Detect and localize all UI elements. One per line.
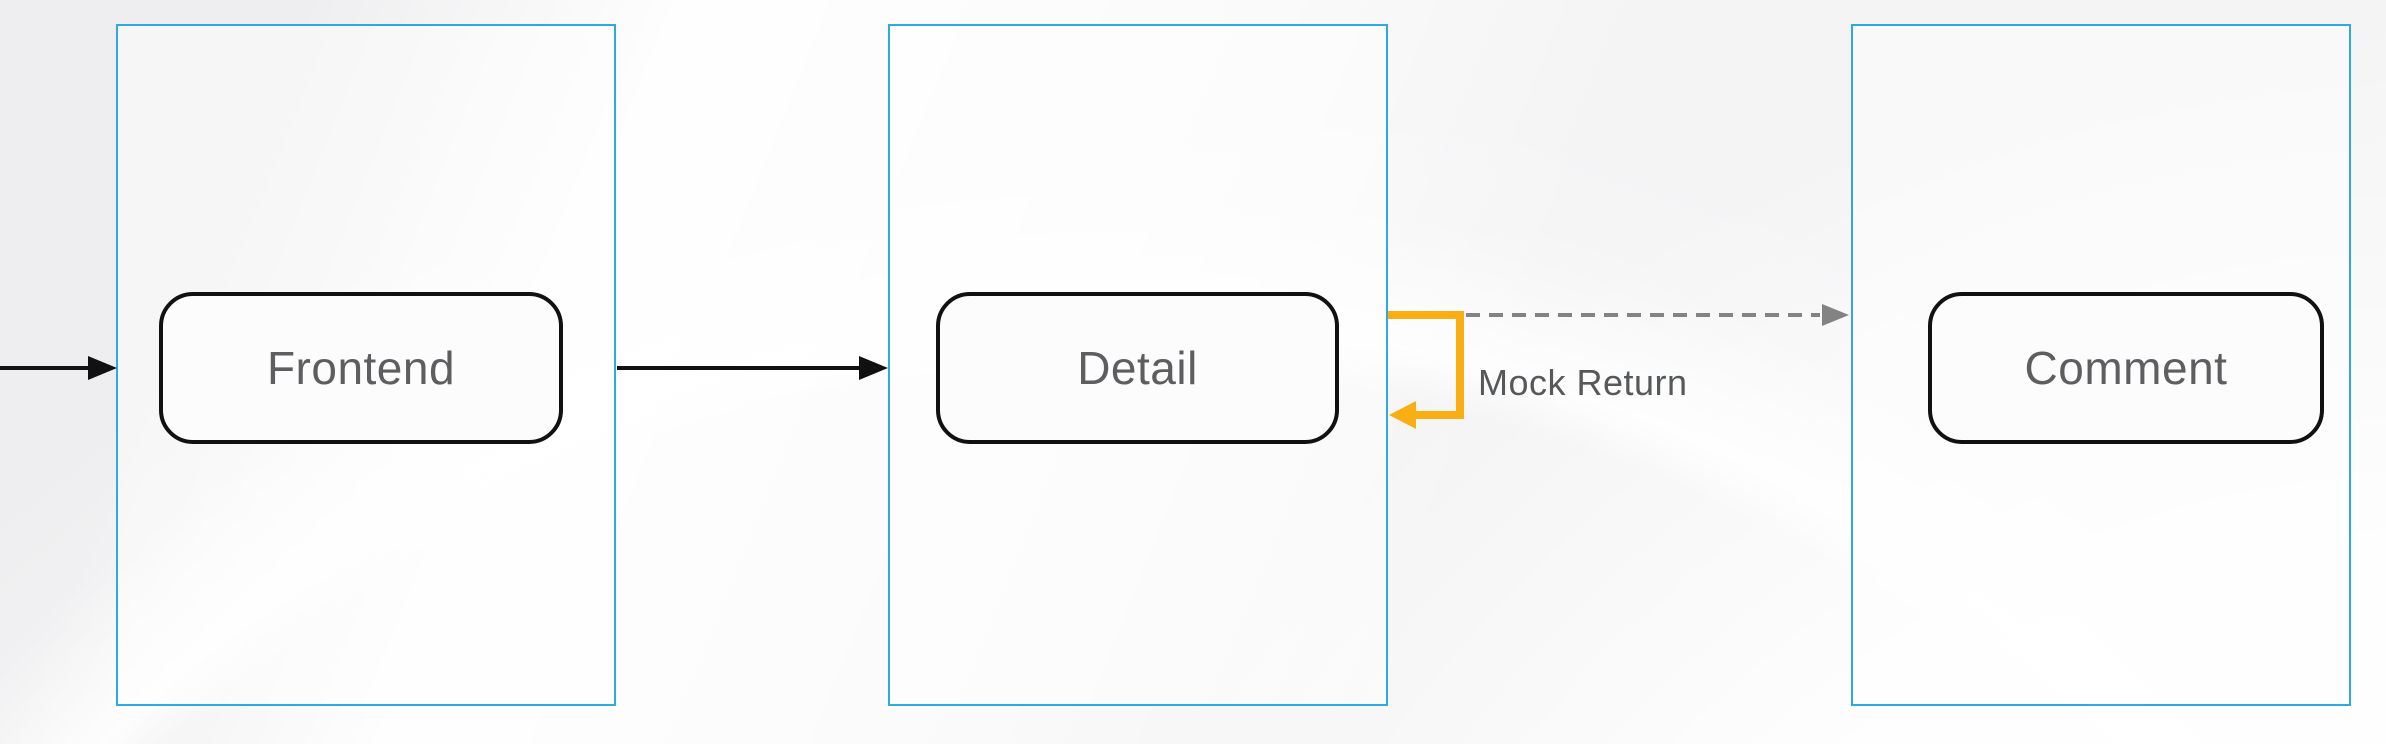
- comment-node[interactable]: Comment: [1928, 292, 2324, 444]
- arrow-into-frontend[interactable]: [0, 356, 117, 380]
- comment-node-label: Comment: [2024, 342, 2228, 394]
- detail-node[interactable]: Detail: [936, 292, 1339, 444]
- frontend-node[interactable]: Frontend: [159, 292, 563, 444]
- dashed-arrow-detail-to-comment[interactable]: [1466, 304, 1849, 326]
- mock-return-edge-label[interactable]: Mock Return: [1478, 362, 1688, 403]
- detail-node-label: Detail: [1077, 342, 1198, 394]
- arrow-frontend-to-detail[interactable]: [617, 356, 888, 380]
- frontend-node-label: Frontend: [266, 342, 456, 394]
- mock-return-loop-arrow[interactable]: [1388, 311, 1464, 429]
